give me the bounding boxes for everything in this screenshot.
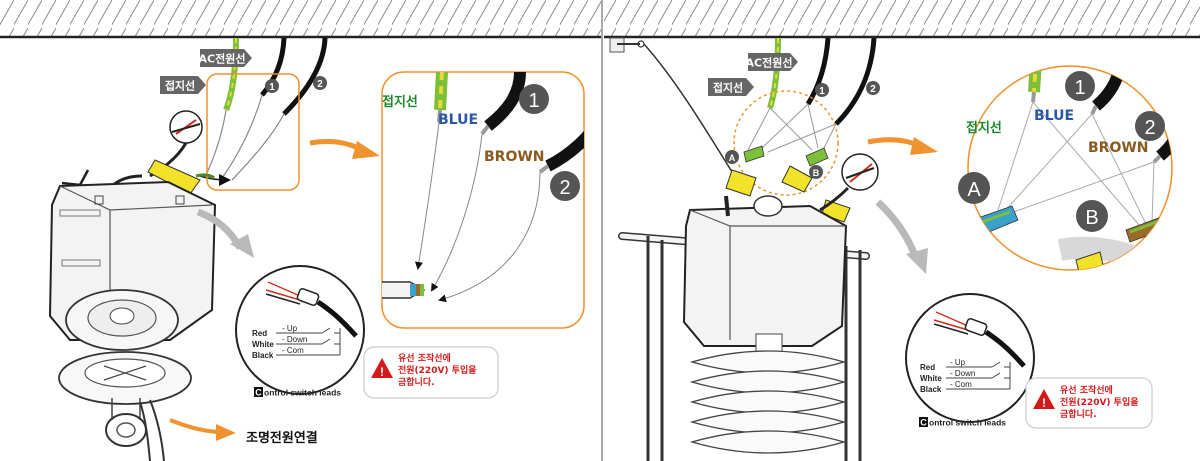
right-hoist-unit [618, 195, 870, 461]
left-ac-tag: AC전원선 [199, 49, 252, 67]
svg-text:2: 2 [317, 79, 323, 90]
left-orange-arrow [309, 139, 364, 153]
svg-text:- Down: - Down [950, 369, 975, 378]
svg-text:ontrol switch leads: ontrol switch leads [264, 388, 341, 398]
right-warning-box: ! 유선 조작선에 전원(220V) 투입을 금합니다. [1025, 377, 1153, 429]
svg-text:Red: Red [920, 363, 935, 372]
svg-text:BROWN: BROWN [484, 149, 545, 165]
svg-text:A: A [729, 153, 736, 163]
svg-text:A: A [967, 179, 981, 201]
svg-text:White: White [252, 340, 274, 349]
right-highlight-circle [733, 90, 839, 196]
lighting-arrowhead [216, 424, 236, 441]
lighting-arrow [169, 418, 223, 434]
svg-text:2: 2 [1144, 117, 1155, 139]
left-switch-detail: Red - Up White - Down Black - Com [235, 265, 365, 395]
right-suspension-cable [609, 37, 743, 189]
svg-text:Red: Red [252, 329, 267, 338]
left-hoist-unit [48, 110, 217, 461]
left-ground-tag: 접지선 [160, 76, 206, 94]
right-yellow-tag-b [781, 165, 813, 193]
svg-text:유선 조작선에: 유선 조작선에 [1060, 384, 1113, 396]
right-number-2-badge: 2 [866, 81, 880, 95]
left-warning-box: ! 유선 조작선에 전원(220V) 투입을 금합니다. [363, 346, 499, 399]
svg-text:- Up: - Up [282, 324, 298, 333]
svg-text:접지선: 접지선 [966, 120, 1002, 136]
svg-text:Black: Black [920, 385, 942, 394]
svg-text:- Down: - Down [282, 335, 307, 344]
svg-text:1: 1 [528, 90, 539, 112]
right-switch-detail: Red - Up White - Down Black - Com [905, 293, 1035, 423]
left-highlight-box [206, 73, 300, 191]
svg-text:2: 2 [870, 84, 876, 95]
svg-text:1: 1 [1074, 77, 1085, 99]
svg-text:1: 1 [269, 82, 275, 93]
left-orange-arrowhead [352, 141, 380, 159]
svg-text:Black: Black [252, 351, 274, 360]
svg-text:White: White [920, 374, 942, 383]
svg-text:B: B [813, 168, 820, 178]
svg-text:유선 조작선에: 유선 조작선에 [398, 352, 451, 364]
left-number-1-badge: 1 [265, 79, 279, 93]
lighting-power-label: 조명전원연결 [246, 430, 318, 446]
svg-text:- Up: - Up [950, 358, 966, 367]
right-connector-a: A [725, 145, 765, 164]
right-yellow-tag-a [725, 169, 757, 197]
svg-text:BLUE: BLUE [438, 112, 478, 128]
right-orange-arrow [867, 137, 922, 149]
right-number-1-badge: 1 [815, 83, 829, 97]
svg-text:!: ! [380, 365, 384, 379]
svg-text:BLUE: BLUE [1034, 108, 1074, 124]
svg-text:전원(220V) 투입을: 전원(220V) 투입을 [1060, 396, 1139, 408]
right-small-switch-bubble [819, 153, 879, 212]
left-switch-caption: C ontrol switch leads [254, 387, 341, 398]
right-orange-arrowhead [910, 137, 938, 155]
right-connector-b: B [805, 147, 829, 179]
svg-text:AC전원선: AC전원선 [199, 52, 246, 66]
right-ceiling-cables [747, 37, 877, 153]
svg-text:AC전원선: AC전원선 [746, 56, 793, 70]
svg-text:B: B [1085, 207, 1098, 229]
left-number-2-badge: 2 [313, 76, 327, 90]
svg-text:BROWN: BROWN [1088, 140, 1149, 156]
svg-text:접지선: 접지선 [713, 81, 743, 95]
svg-text:ontrol switch leads: ontrol switch leads [929, 418, 1006, 428]
left-ceiling-cables [199, 37, 328, 186]
svg-text:C: C [255, 388, 262, 398]
svg-text:C: C [920, 418, 927, 428]
ceiling-left [0, 0, 601, 37]
right-ground-tag: 접지선 [708, 78, 754, 96]
right-gray-arrow [875, 199, 920, 260]
svg-text:- Com: - Com [950, 380, 972, 389]
right-switch-caption: C ontrol switch leads [919, 417, 1006, 428]
right-zoom-detail: 접지선 BLUE BROWN 1 2 A B [958, 65, 1173, 271]
right-gray-arrowhead [906, 248, 928, 274]
right-ac-tag: AC전원선 [746, 53, 798, 71]
svg-text:접지선: 접지선 [382, 94, 418, 110]
svg-text:1: 1 [819, 86, 825, 97]
left-zoom-detail: 접지선 BLUE BROWN 1 2 [381, 71, 585, 329]
svg-text:!: ! [1042, 396, 1046, 410]
svg-text:금합니다.: 금합니다. [398, 376, 435, 388]
svg-text:접지선: 접지선 [165, 79, 195, 93]
svg-text:전원(220V) 투입을: 전원(220V) 투입을 [398, 364, 477, 376]
svg-text:금합니다.: 금합니다. [1060, 408, 1097, 420]
svg-text:- Com: - Com [282, 346, 304, 355]
ceiling-right [604, 0, 1200, 37]
svg-text:2: 2 [559, 177, 570, 199]
left-gray-arrowhead [230, 234, 254, 258]
